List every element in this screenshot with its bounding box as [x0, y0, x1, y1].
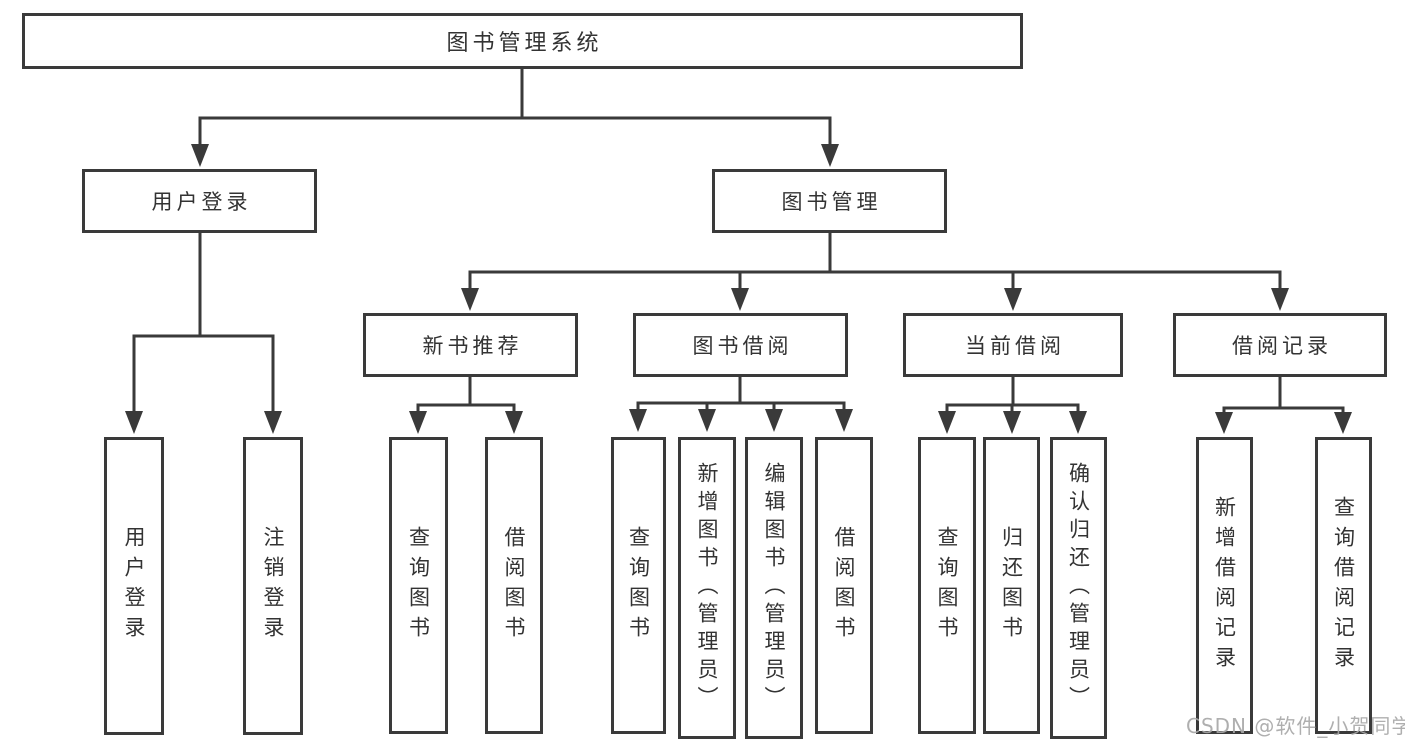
leaf-user-login: 用户登录	[104, 437, 164, 735]
leaf-borrow-books-2: 借阅图书	[815, 437, 873, 734]
leaf-label: 查询借阅记录	[1331, 495, 1356, 676]
arrowhead-icon	[264, 411, 282, 434]
leaf-label: 用户登录	[122, 526, 146, 646]
arrowhead-icon	[731, 288, 749, 311]
leaf-label: 编辑图书（管理员）	[762, 462, 786, 714]
node-label: 新书推荐	[422, 334, 523, 358]
leaf-query-books-3: 查询图书	[918, 437, 976, 734]
node-label: 图书管理系统	[446, 31, 603, 56]
leaf-label: 借阅图书	[832, 525, 856, 646]
node-borrow-records: 借阅记录	[1173, 313, 1387, 377]
arrowhead-icon	[409, 411, 427, 434]
arrowhead-icon	[821, 144, 839, 167]
leaf-edit-books-admin: 编辑图书（管理员）	[745, 437, 803, 739]
connector-new-book-recommend	[409, 377, 523, 434]
leaf-label: 归还图书	[999, 525, 1024, 646]
arrowhead-icon	[1069, 411, 1087, 434]
leaf-add-books-admin: 新增图书（管理员）	[678, 437, 736, 739]
node-book-management: 图书管理	[712, 169, 947, 233]
leaf-label: 借阅图书	[502, 525, 526, 646]
arrowhead-icon	[505, 411, 523, 434]
node-book-borrow: 图书借阅	[633, 313, 848, 377]
leaf-confirm-return-admin: 确认归还（管理员）	[1050, 437, 1107, 739]
leaf-borrow-books-1: 借阅图书	[485, 437, 543, 734]
arrowhead-icon	[938, 411, 956, 434]
node-label: 用户登录	[151, 190, 252, 214]
arrowhead-icon	[1334, 412, 1352, 434]
arrowhead-icon	[1004, 288, 1022, 311]
arrowhead-icon	[698, 409, 716, 432]
arrowhead-icon	[125, 411, 143, 434]
leaf-label: 新增图书（管理员）	[695, 462, 719, 714]
leaf-query-books-1: 查询图书	[389, 437, 448, 734]
connector-root	[191, 69, 839, 167]
connector-book-management	[461, 233, 1289, 311]
node-new-book-recommend: 新书推荐	[363, 313, 578, 377]
leaf-logout: 注销登录	[243, 437, 303, 735]
leaf-label: 查询图书	[935, 525, 959, 646]
node-label: 借阅记录	[1232, 334, 1332, 358]
arrowhead-icon	[461, 288, 479, 311]
leaf-return-books: 归还图书	[983, 437, 1040, 734]
leaf-add-borrow-record: 新增借阅记录	[1196, 437, 1253, 734]
leaf-label: 查询图书	[406, 525, 431, 646]
arrowhead-icon	[835, 409, 853, 432]
arrowhead-icon	[1003, 411, 1021, 434]
arrowhead-icon	[1215, 412, 1233, 434]
csdn-watermark: CSDN @软件_小贺同学	[1186, 714, 1405, 738]
connector-borrow-records	[1215, 377, 1352, 434]
leaf-query-books-2: 查询图书	[611, 437, 666, 734]
arrowhead-icon	[1271, 288, 1289, 311]
leaf-label: 确认归还（管理员）	[1066, 462, 1091, 714]
node-label: 图书借阅	[692, 334, 793, 358]
leaf-query-borrow-record: 查询借阅记录	[1315, 437, 1372, 734]
node-user-login: 用户登录	[82, 169, 317, 233]
leaf-label: 注销登录	[261, 526, 285, 646]
connector-current-borrow	[938, 377, 1087, 434]
node-current-borrow: 当前借阅	[903, 313, 1123, 377]
node-library-management-system: 图书管理系统	[22, 13, 1023, 69]
node-label: 图书管理	[781, 190, 882, 214]
arrowhead-icon	[191, 144, 209, 167]
node-label: 当前借阅	[965, 334, 1065, 358]
connector-book-borrow	[629, 377, 853, 432]
connector-user-login	[125, 233, 282, 434]
leaf-label: 查询图书	[626, 525, 651, 646]
arrowhead-icon	[629, 409, 647, 432]
arrowhead-icon	[765, 409, 783, 432]
leaf-label: 新增借阅记录	[1212, 495, 1237, 676]
